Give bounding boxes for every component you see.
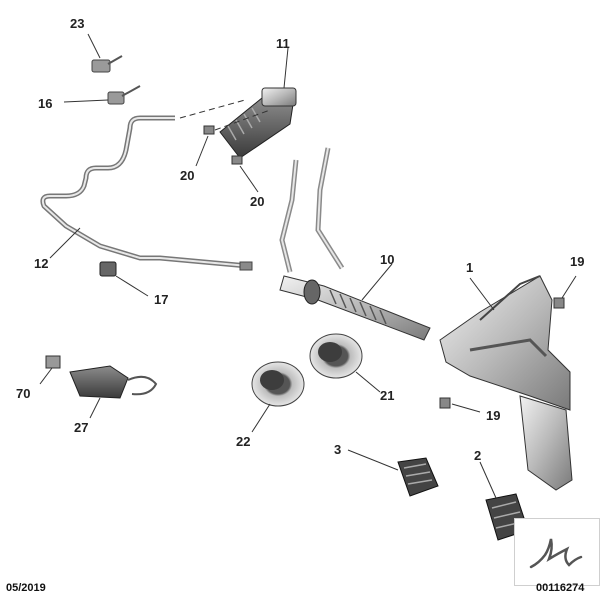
callout-20-upper: 20 (180, 168, 194, 183)
part-10-master-cylinder (279, 263, 431, 341)
part-17-clip (99, 261, 149, 297)
callout-19-upper: 19 (570, 254, 584, 269)
callout-21: 21 (380, 388, 394, 403)
part-27-switch-harness (69, 365, 158, 419)
callout-1: 1 (466, 260, 473, 275)
part-1-pedal-box (439, 275, 573, 491)
part-20-bolt-upper (195, 125, 215, 167)
part-11-cylinder (179, 47, 297, 159)
callout-2: 2 (474, 448, 481, 463)
footer-reference: 00116274 (536, 582, 585, 594)
part-21-grommet (309, 333, 381, 393)
callout-19-lower: 19 (486, 408, 500, 423)
part-3-pedal-pad (347, 449, 439, 497)
callout-3: 3 (334, 442, 341, 457)
callout-10: 10 (380, 252, 394, 267)
part-12-hydraulic-pipe (40, 115, 253, 271)
fluid-hoses (279, 147, 345, 273)
part-16-connector (63, 85, 141, 105)
footer-date: 05/2019 (6, 582, 46, 594)
callout-23: 23 (70, 16, 84, 31)
part-19-clip-lower (439, 397, 481, 413)
callout-12: 12 (34, 256, 48, 271)
part-70-sensor (39, 355, 61, 385)
signature-icon (529, 538, 583, 569)
part-23-connector (87, 33, 123, 73)
callout-17: 17 (154, 292, 168, 307)
callout-70: 70 (16, 386, 30, 401)
callout-20-lower: 20 (250, 194, 264, 209)
callout-22: 22 (236, 434, 250, 449)
part-20-bolt-lower (231, 155, 259, 193)
brand-logo-box (514, 518, 600, 586)
part-19-clip-upper (553, 275, 577, 309)
callout-27: 27 (74, 420, 88, 435)
callout-16: 16 (38, 96, 52, 111)
callout-11: 11 (276, 36, 290, 51)
part-22-grommet (251, 361, 305, 433)
